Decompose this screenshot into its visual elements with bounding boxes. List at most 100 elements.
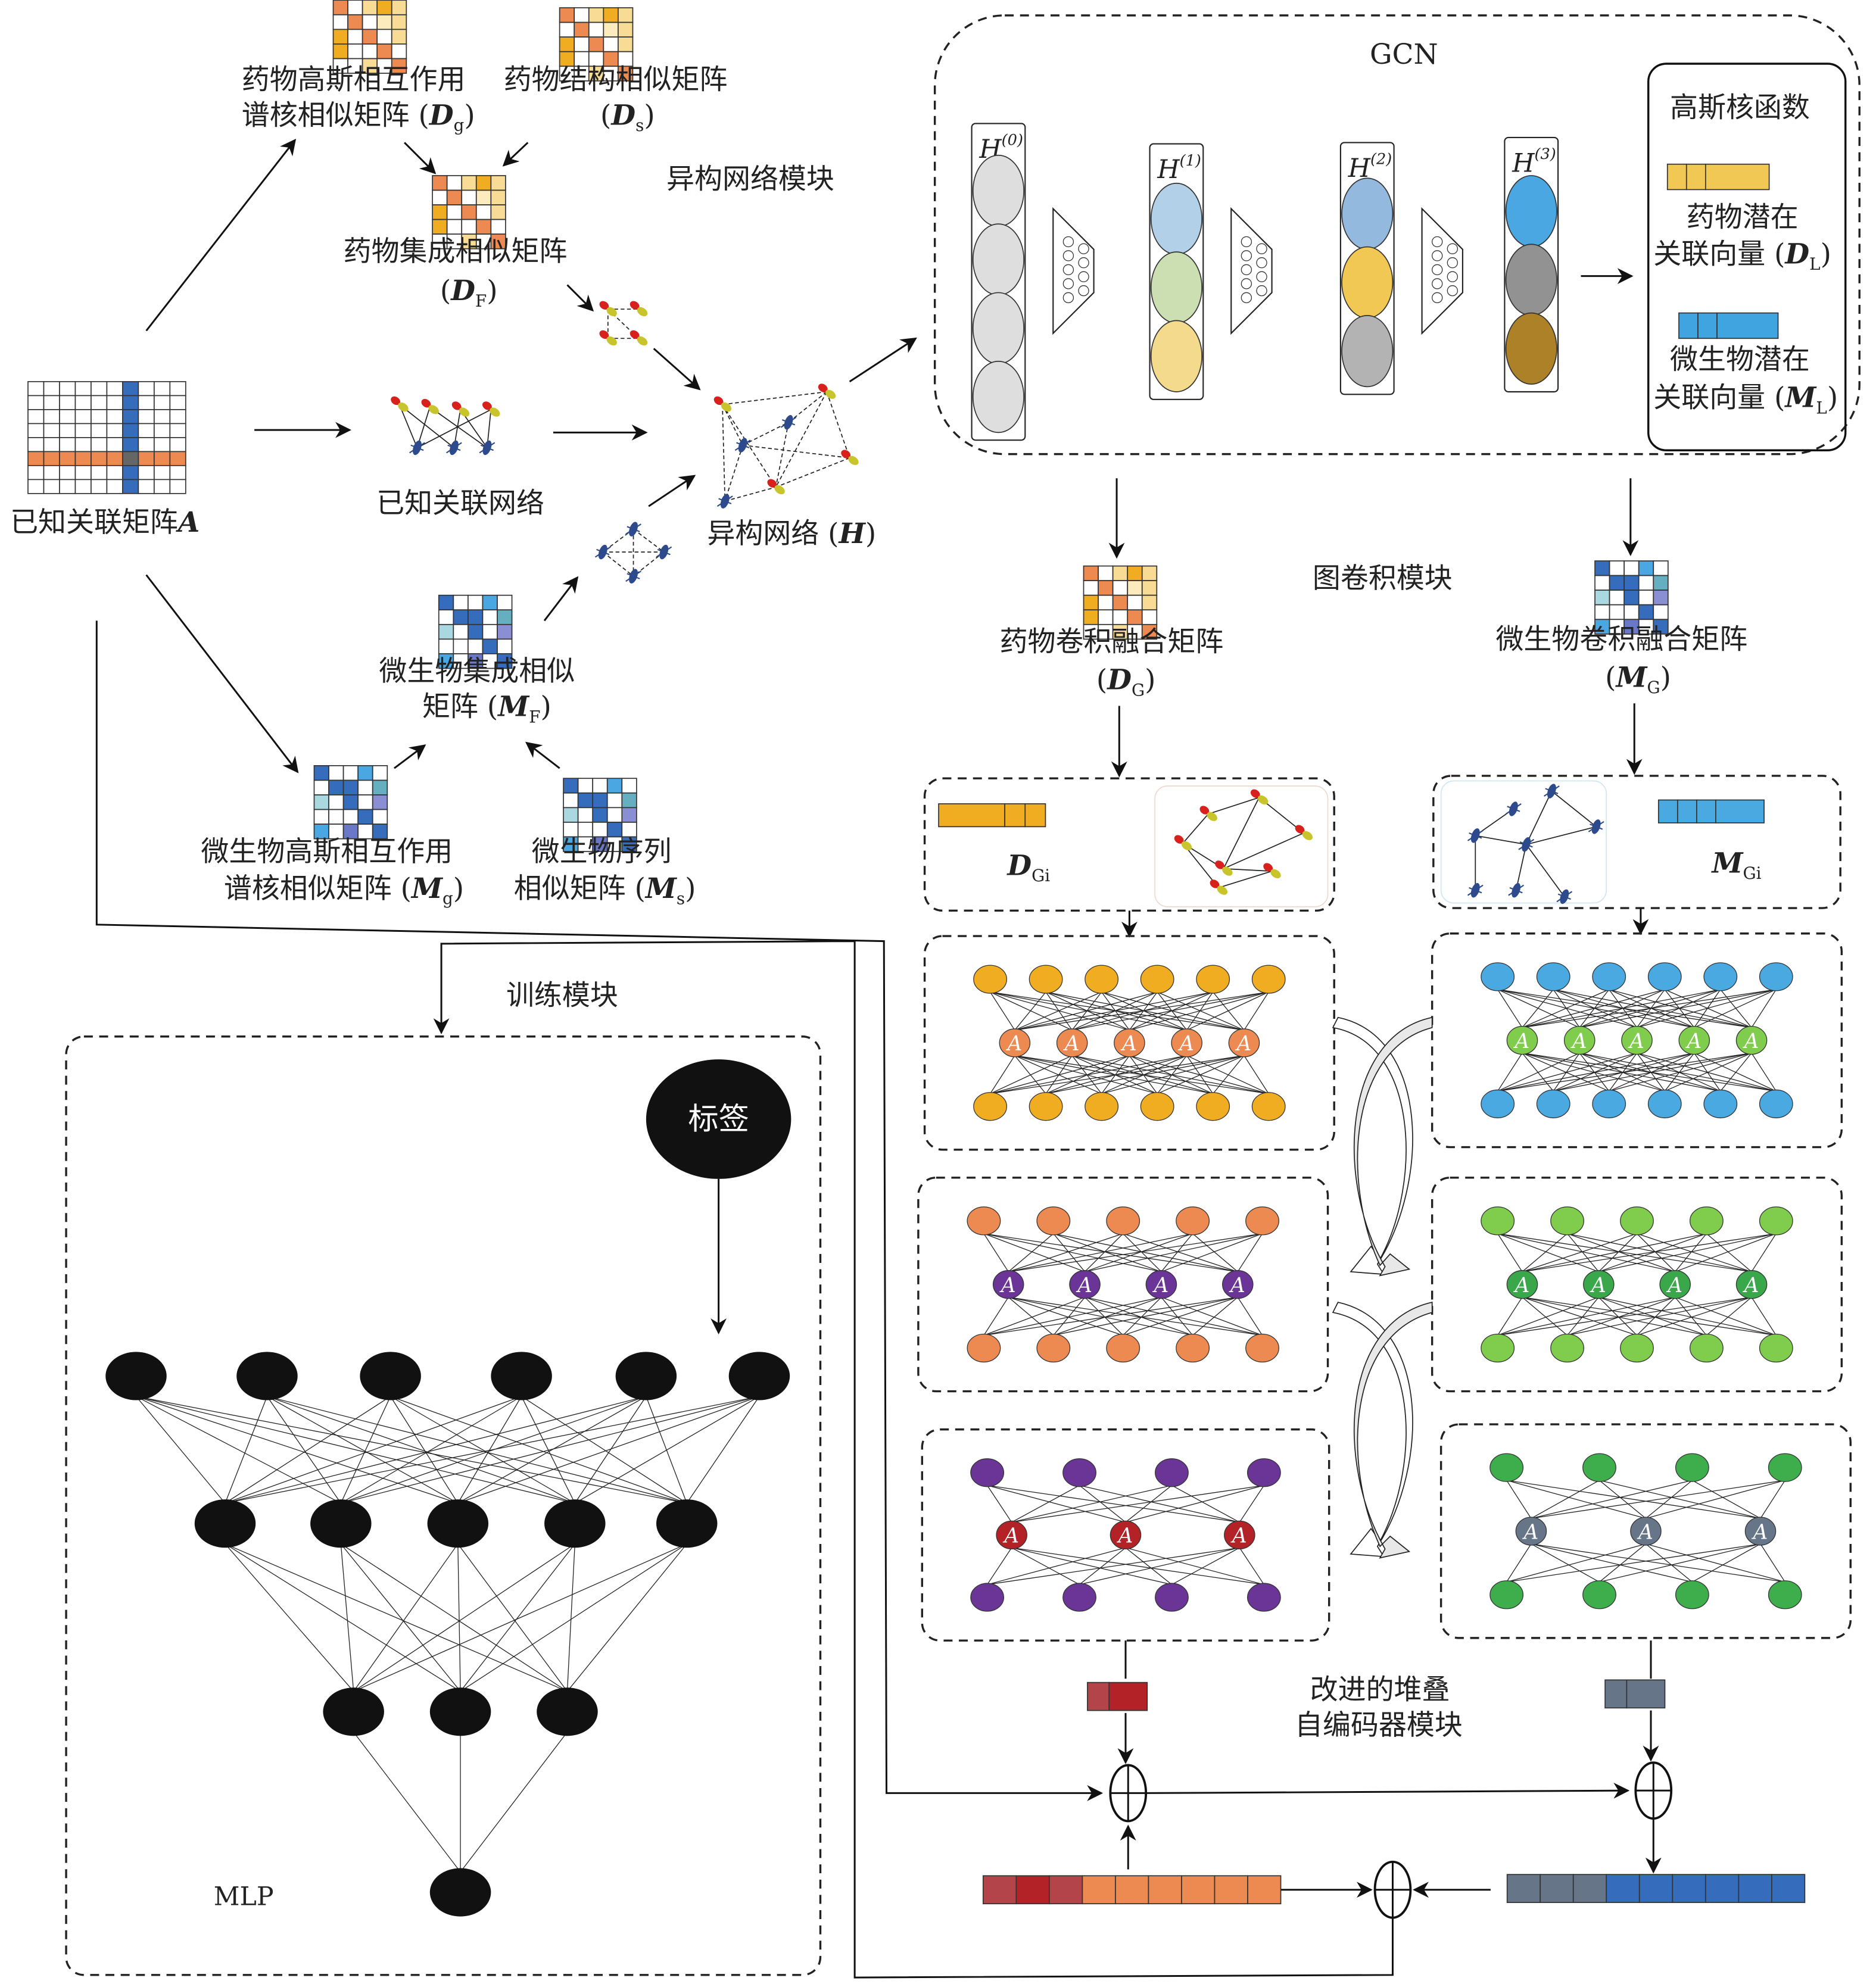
mlp-node — [615, 1352, 677, 1400]
ae-hidden-label: A — [1235, 1032, 1252, 1056]
matrix-cell — [574, 7, 590, 23]
matrix-cell — [91, 395, 108, 410]
vector-segment — [1540, 1874, 1574, 1903]
matrix-cell — [577, 792, 594, 809]
matrix-cell — [446, 189, 463, 205]
mlp-node — [105, 1352, 167, 1400]
matrix-cell — [43, 381, 60, 397]
ae-hidden-node — [1515, 1517, 1547, 1546]
microbe-node-icon — [1508, 882, 1525, 898]
matrix-cell — [138, 451, 155, 466]
matrix-cell — [438, 609, 454, 625]
gcn-node — [972, 223, 1025, 296]
ae-edge — [1045, 1055, 1187, 1094]
ae-input-node — [1481, 1206, 1515, 1236]
mlp-edge — [266, 1396, 341, 1503]
matrix-cell — [74, 423, 92, 438]
ae-hidden-label: A — [1513, 1274, 1530, 1297]
ae-output-node — [1106, 1333, 1140, 1363]
mlp-edge — [136, 1396, 575, 1504]
ae-edge — [1008, 1296, 1263, 1336]
matrix-cell — [438, 638, 454, 654]
ae-edge — [987, 1547, 1126, 1585]
matrix-cell — [332, 58, 348, 74]
gcn-title: GCN — [1370, 38, 1438, 71]
ae-input-node — [1592, 962, 1626, 991]
matrix-cell — [1112, 565, 1129, 581]
vector-segment — [1704, 1874, 1740, 1903]
ae-edge — [1760, 1480, 1785, 1519]
matrix-cell — [153, 465, 171, 481]
matrix-cell — [606, 792, 623, 809]
ae-output-node — [1481, 1333, 1515, 1363]
network-edge — [633, 528, 665, 553]
vector-segment — [1115, 1875, 1149, 1905]
gcn-node — [1150, 251, 1202, 324]
vector-segment — [1696, 799, 1716, 823]
mlp-edge — [521, 1396, 687, 1504]
matrix-cell — [313, 794, 329, 810]
matrix-cell — [1623, 560, 1640, 576]
left-flow-arrows — [145, 139, 917, 773]
ae-edge — [1125, 1547, 1172, 1585]
ae-edge — [987, 1484, 1240, 1523]
ae-edge — [1014, 991, 1269, 1031]
mlp-edge — [460, 1732, 568, 1873]
ae-edge — [1085, 1297, 1124, 1336]
ae-input-node — [1106, 1206, 1140, 1236]
matrix-cell — [497, 594, 513, 611]
matrix-cell — [563, 792, 579, 809]
microbe-latent-label-1: 微生物潜在 — [1670, 344, 1810, 376]
ae-hidden-node — [1659, 1270, 1691, 1299]
drug-node-icon — [767, 479, 785, 495]
drug-autoencoder-box — [921, 1428, 1330, 1642]
mlp-edge — [457, 1543, 461, 1692]
drug-node-icon — [713, 396, 732, 412]
ae-hidden-node — [1630, 1517, 1662, 1546]
matrix-cell — [106, 423, 123, 438]
mlp-node — [429, 1868, 491, 1917]
microbe-feature-label: MGi — [1711, 847, 1762, 883]
ae-edge — [1008, 1297, 1054, 1336]
microbe-gauss-matrix — [313, 765, 388, 840]
matrix-cell — [43, 437, 60, 453]
ae-edge — [1011, 1547, 1080, 1585]
matrix-cell — [1083, 623, 1099, 640]
ae-input-node — [1690, 1206, 1724, 1236]
gcn-neuron-icon — [1241, 278, 1252, 289]
ae-input-node — [1036, 1206, 1071, 1236]
mlp-edge — [267, 1396, 687, 1504]
ae-edge — [1237, 1297, 1263, 1336]
matrix-cell — [342, 779, 359, 796]
ae-edge — [1011, 1547, 1172, 1585]
matrix-cell — [357, 809, 373, 825]
mlp-edge — [225, 1543, 461, 1692]
ae-edge — [1085, 1296, 1193, 1336]
ae-edge — [1522, 1297, 1568, 1336]
ae-hidden-label: A — [1117, 1524, 1133, 1548]
ae-edge — [1637, 1296, 1752, 1336]
ae-edge — [1129, 1055, 1269, 1094]
ae-edge — [1637, 1233, 1752, 1272]
ae-edge — [1101, 1055, 1245, 1094]
gcn-neuron-icon — [1078, 243, 1089, 254]
ae-hidden-label: A — [1752, 1520, 1768, 1544]
matrix-cell — [313, 823, 329, 840]
ae-edge — [983, 1233, 1085, 1272]
ae-edge — [1598, 1296, 1707, 1336]
drug-gauss-matrix — [332, 0, 407, 74]
matrix-cell — [328, 765, 344, 781]
vector-segment — [1148, 1875, 1182, 1905]
ae-input-node — [1582, 1453, 1616, 1482]
vector-segment — [1685, 163, 1706, 191]
ae-output-node — [1036, 1333, 1071, 1363]
matrix-cell — [621, 778, 637, 794]
matrix-cell — [27, 451, 45, 466]
network-edge — [398, 404, 418, 448]
matrix-cell — [1594, 575, 1610, 591]
ae-output-node — [1140, 1092, 1174, 1121]
ae-edge — [1497, 1053, 1523, 1091]
ae-edge — [1053, 1233, 1162, 1272]
matrix-cell — [74, 437, 92, 453]
matrix-cell — [391, 14, 407, 30]
